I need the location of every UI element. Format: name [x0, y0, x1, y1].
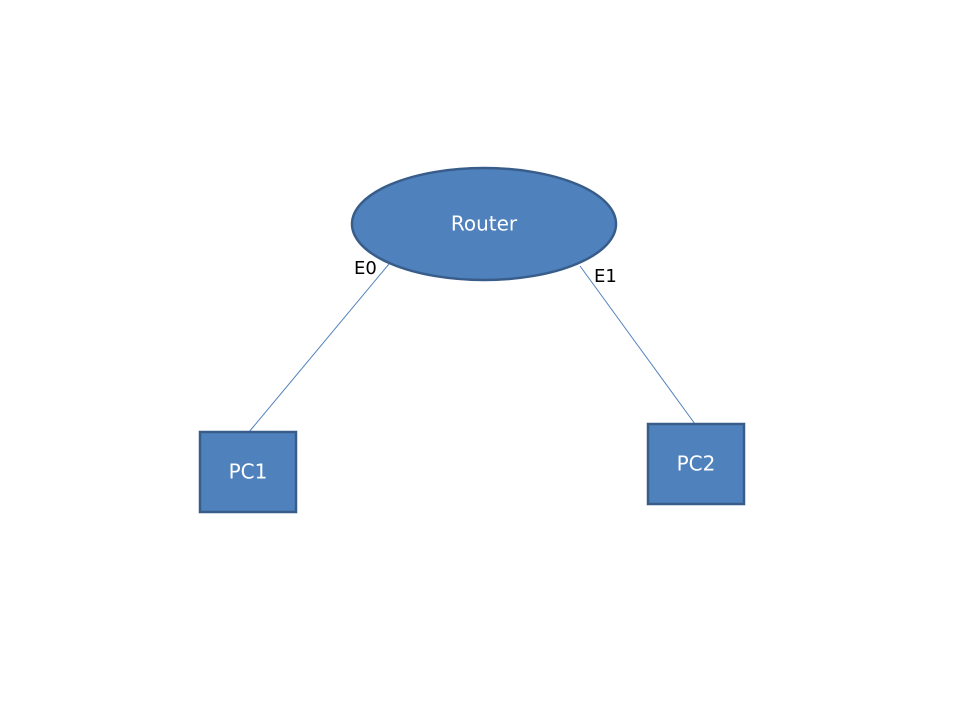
pc1-shape: [198, 430, 298, 514]
router-shape: [350, 166, 618, 282]
link-router-pc1: [248, 263, 390, 433]
pc2-label: PC2: [677, 452, 716, 476]
pc2-node[interactable]: PC2: [646, 422, 746, 506]
link-router-pc2: [579, 265, 696, 425]
port-label-e0: E0: [354, 258, 377, 279]
pc2-shape: [646, 422, 746, 506]
pc1-label: PC1: [229, 460, 268, 484]
pc1-node[interactable]: PC1: [198, 430, 298, 514]
router-node[interactable]: Router: [350, 166, 618, 282]
port-label-e1: E1: [594, 266, 617, 287]
router-label: Router: [451, 212, 518, 236]
